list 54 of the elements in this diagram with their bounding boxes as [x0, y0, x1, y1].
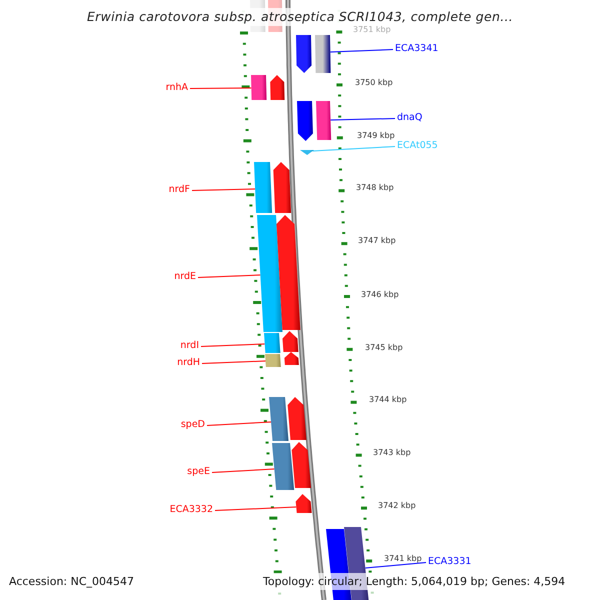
gene-label: rnhA — [166, 82, 188, 93]
scale-label: 3746 kbp — [361, 290, 399, 300]
leader-line — [206, 422, 272, 426]
scale-label: 3742 kbp — [378, 501, 416, 511]
gene-block — [295, 494, 312, 513]
gene-bar — [265, 354, 281, 367]
gene-block — [287, 397, 306, 440]
leader-line — [364, 562, 426, 568]
gene-label: ECAt055 — [397, 140, 438, 151]
gene-label: dnaQ — [397, 112, 422, 123]
scale-label: 3751 kbp — [353, 25, 391, 35]
gene-label: speE — [187, 466, 210, 477]
gene-block — [296, 35, 312, 73]
leader-line — [190, 88, 252, 89]
gene-block — [284, 352, 299, 365]
scale-label: 3749 kbp — [357, 131, 395, 141]
gene-triangle — [300, 150, 314, 155]
leader-line — [192, 188, 256, 191]
leader-line — [200, 344, 266, 347]
gene-bar — [272, 443, 294, 490]
gene-block — [297, 101, 314, 141]
gene-label: nrdH — [177, 357, 200, 368]
accession-text: Accession: NC_004547 — [9, 574, 134, 589]
leader-line — [212, 468, 275, 473]
leader-line — [330, 118, 396, 120]
leader-line — [202, 360, 266, 364]
gene-block — [270, 75, 285, 100]
gene-label: nrdE — [174, 271, 196, 282]
gene-label: ECA3331 — [428, 556, 472, 567]
gene-bar — [254, 162, 272, 213]
gene-bar — [251, 75, 267, 100]
scale-label: 3743 kbp — [373, 448, 411, 458]
gene-block — [273, 162, 292, 213]
leader-line — [198, 274, 261, 278]
gene-block — [282, 331, 298, 352]
scale-label: 3748 kbp — [356, 183, 394, 193]
gene-block — [291, 442, 311, 488]
leader-line — [312, 146, 396, 152]
scale-label: 3750 kbp — [355, 78, 393, 88]
gene-bar — [269, 397, 288, 441]
gene-label: speD — [180, 419, 205, 430]
gene-label: ECA3332 — [170, 504, 213, 515]
gene-bar — [315, 35, 331, 73]
leader-line — [214, 506, 297, 511]
scale-label: 3747 kbp — [358, 236, 396, 246]
scale-label: 3744 kbp — [369, 395, 407, 405]
gene-bar — [316, 101, 332, 140]
gene-label: ECA3341 — [395, 43, 438, 54]
gene-label: nrdI — [180, 340, 199, 351]
gene-bar — [264, 333, 280, 353]
leader-line — [330, 49, 394, 52]
gene-label: nrdF — [168, 184, 190, 195]
scale-label: 3745 kbp — [365, 343, 403, 353]
scale-label: 3741 kbp — [384, 554, 422, 564]
